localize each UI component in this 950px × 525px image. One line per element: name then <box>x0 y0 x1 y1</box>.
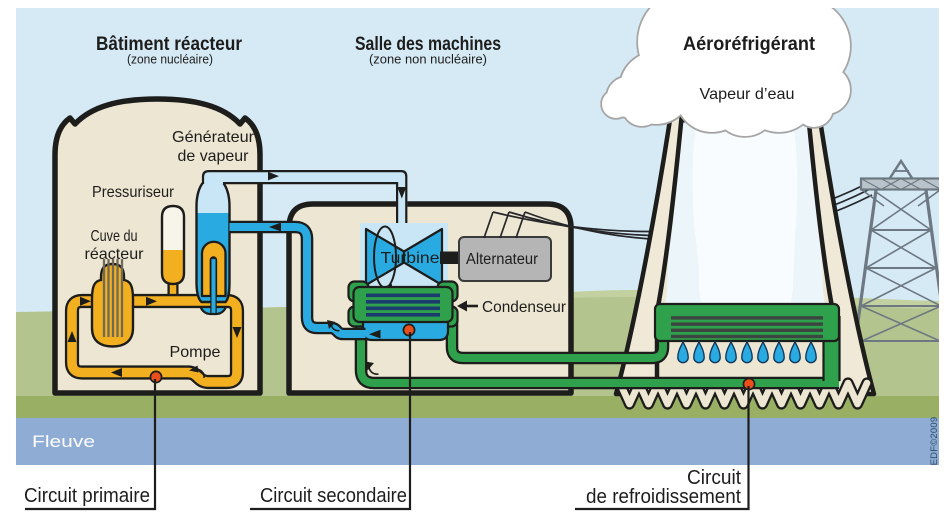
pressurizer-label: Pressuriseur <box>92 184 175 201</box>
cooling-leader <box>575 386 750 511</box>
primary-arrow-1 <box>80 296 91 306</box>
tower-base-skirt <box>616 379 871 408</box>
steam-generator-label-2: de vapeur <box>178 148 250 165</box>
pressurizer-liquid <box>162 250 184 284</box>
cooling-return-arrow <box>365 361 374 371</box>
cooling-circuit <box>354 306 839 390</box>
primary-circuit <box>64 180 245 390</box>
pump-label: Pompe <box>170 344 221 361</box>
reactor-vessel-label-2: réacteur <box>85 246 145 263</box>
turbine-rotor-right <box>402 227 444 287</box>
pump-arrow <box>189 365 199 373</box>
reactor-building-subtitle: (zone nucléaire) <box>127 52 213 67</box>
cooling-return-pipe <box>357 314 839 387</box>
condenser-shell <box>352 285 454 324</box>
cooling-supply-pipe <box>448 306 667 362</box>
turbine-label: Turbine <box>381 250 440 267</box>
steam-pipe <box>201 170 408 223</box>
circuit-leaders <box>25 332 750 511</box>
reactor-vessel-label-1: Cuve du <box>91 228 138 245</box>
secondary-circuit-label: Circuit secondaire <box>260 485 407 507</box>
river-label: Fleuve <box>32 432 95 451</box>
sprinkler-tubes <box>671 316 823 339</box>
river <box>16 418 939 465</box>
steam-flow-arrow-down <box>397 187 407 199</box>
machine-hall-title: Salle des machines <box>355 33 501 55</box>
electricity-pylon <box>850 158 939 347</box>
sg-center-slot <box>210 257 217 315</box>
alternator-body <box>458 236 552 282</box>
pylon-apex <box>888 158 914 179</box>
condenser-pointer <box>457 300 478 312</box>
cooling-circuit-label-2: de refroidissement <box>586 486 741 508</box>
primary-leader <box>25 379 157 511</box>
pressurizer <box>160 204 186 286</box>
alternator <box>458 236 552 282</box>
primary-arrow-2 <box>146 296 157 306</box>
condenser-label: Condenseur <box>482 299 567 316</box>
pylon-crossarm <box>859 177 939 191</box>
water-vapor-label: Vapeur d’eau <box>700 86 795 103</box>
primary-circuit-label: Circuit primaire <box>24 485 150 507</box>
tower-interior-core <box>692 122 798 302</box>
secondary-circuit <box>229 220 381 341</box>
secondary-leader <box>250 332 412 511</box>
alternator-label: Alternateur <box>466 251 538 268</box>
steam-generator-label-1: Générateur <box>172 129 255 146</box>
secondary-jog-arrow <box>327 320 336 329</box>
machine-hall-subtitle: (zone non nucléaire) <box>369 52 487 67</box>
cooling-tower-title: Aéroréfrigérant <box>683 33 815 55</box>
water-drops <box>677 340 817 364</box>
steam-generator <box>195 180 231 315</box>
condenser <box>347 280 459 342</box>
primary-arrow-5 <box>67 331 77 342</box>
circuit-dots <box>149 323 756 391</box>
primary-arrow-3 <box>232 327 242 338</box>
reactor-vessel <box>90 259 135 348</box>
credit-label: EDF©2009 <box>929 417 940 466</box>
cooling-circuit-label-1: Circuit <box>687 467 741 489</box>
fuel-rods <box>102 259 124 337</box>
turbine <box>364 225 444 290</box>
primary-arrow-4 <box>111 368 122 377</box>
turbine-shaft <box>440 251 461 264</box>
reactor-building-title: Bâtiment réacteur <box>96 33 242 55</box>
steam-flow-arrow-right <box>268 171 279 181</box>
primary-loop <box>67 296 242 387</box>
secondary-condenser-arrow <box>369 329 381 339</box>
secondary-return-arrow <box>269 222 281 232</box>
condenser-pointer-head <box>457 300 467 312</box>
condenser-tubes <box>366 293 440 317</box>
